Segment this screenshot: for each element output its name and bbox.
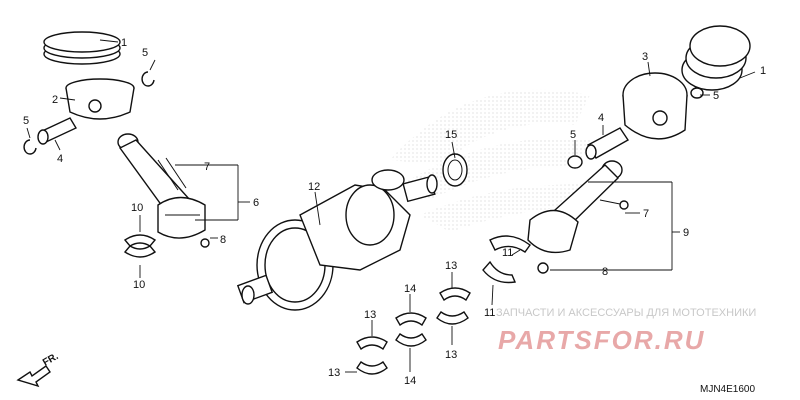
callout-9: 9 [683, 227, 689, 239]
watermark-tagline: ЗАПЧАСТИ И АКСЕССУАРЫ ДЛЯ МОТОТЕХНИКИ [496, 307, 756, 319]
callout-8-right: 8 [602, 266, 608, 278]
callout-11-b: 11 [484, 307, 495, 319]
crankshaft [236, 169, 438, 311]
circlip-right [690, 87, 704, 99]
callout-5-top-left: 5 [142, 47, 148, 59]
callout-12: 12 [308, 181, 320, 193]
connecting-rod-right [527, 160, 629, 274]
callout-11-a: 11 [502, 247, 513, 259]
callout-13-a: 13 [445, 260, 457, 272]
crank-gear [442, 153, 468, 187]
callout-7-right: 7 [643, 208, 649, 220]
callout-13-d: 13 [328, 367, 340, 379]
circlip-left [23, 139, 37, 155]
piston-right [622, 72, 688, 140]
main-bearing-shells [356, 287, 471, 375]
callout-13-c: 13 [445, 349, 457, 361]
bearing-shells-mid [482, 235, 531, 284]
piston-pin-right [585, 127, 630, 160]
circlip-left-top [141, 71, 155, 87]
callout-10-top: 10 [131, 202, 143, 214]
callout-14-b: 14 [404, 375, 416, 387]
diagram-code: MJN4E1600 [700, 384, 755, 395]
front-arrow-icon [16, 365, 51, 388]
callout-13-b: 13 [364, 309, 376, 321]
watermark-brand: PARTSFOR.RU [498, 325, 705, 355]
front-direction-indicator: FR. [16, 351, 61, 388]
callout-7-left: 7 [204, 161, 210, 173]
piston-rings-right [681, 25, 751, 91]
callout-6: 6 [253, 197, 259, 209]
bearing-shells-left [123, 234, 157, 258]
piston-left [65, 78, 135, 120]
callout-5-right: 5 [713, 90, 719, 102]
callout-4-left: 4 [57, 153, 63, 165]
leader-lines [26, 39, 756, 373]
callout-1-right: 1 [760, 65, 766, 77]
callout-4-right: 4 [598, 112, 604, 124]
callout-2: 2 [52, 94, 58, 106]
callout-14-a: 14 [404, 283, 416, 295]
wing-logo-watermark [390, 89, 600, 232]
callout-5-left: 5 [23, 115, 29, 127]
piston-pin-left [37, 117, 77, 145]
circlip-mid [567, 155, 583, 169]
callout-3: 3 [642, 51, 648, 63]
connecting-rod-left [117, 133, 206, 239]
callout-15: 15 [445, 129, 457, 141]
callout-8-left: 8 [220, 234, 226, 246]
piston-rings-left [43, 31, 121, 65]
callout-10-bottom: 10 [133, 279, 145, 291]
callout-1-top-left: 1 [121, 37, 127, 49]
callout-5-mid: 5 [570, 129, 576, 141]
callout-numbers: 1 5 2 5 4 7 6 8 10 10 12 15 3 1 5 5 4 7 … [23, 37, 766, 387]
shop-watermark: ЗАПЧАСТИ И АКСЕССУАРЫ ДЛЯ МОТОТЕХНИКИ PA… [496, 307, 756, 355]
rod-nut-left [200, 238, 210, 248]
front-direction-label: FR. [41, 351, 61, 369]
